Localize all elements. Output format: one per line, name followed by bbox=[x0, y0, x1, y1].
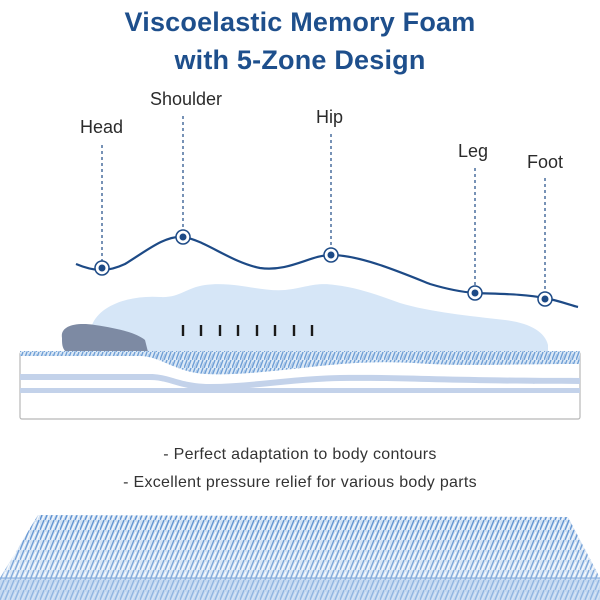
zone-label-leg: Leg bbox=[458, 141, 489, 161]
feature-line-1: - Perfect adaptation to body contours bbox=[163, 446, 437, 463]
spine-marks bbox=[181, 325, 314, 336]
zone-label-foot: Foot bbox=[527, 152, 564, 172]
zone-label-shoulder: Shoulder bbox=[150, 89, 223, 109]
marker-foot bbox=[537, 291, 553, 307]
pillow bbox=[61, 324, 148, 352]
marker-hip bbox=[323, 247, 339, 263]
body-silhouette bbox=[92, 284, 548, 355]
title-line-1: Viscoelastic Memory Foam bbox=[124, 7, 476, 37]
zone-label-hip: Hip bbox=[316, 107, 344, 127]
zone-label-head: Head bbox=[80, 117, 124, 137]
marker-leg bbox=[467, 285, 483, 301]
mattress-cross-section bbox=[19, 351, 581, 420]
title-line-2: with 5-Zone Design bbox=[174, 45, 426, 75]
marker-head bbox=[94, 260, 110, 276]
feature-line-2: - Excellent pressure relief for various … bbox=[123, 474, 477, 491]
foam-slab-illustration bbox=[0, 515, 600, 600]
marker-shoulder bbox=[175, 229, 191, 245]
